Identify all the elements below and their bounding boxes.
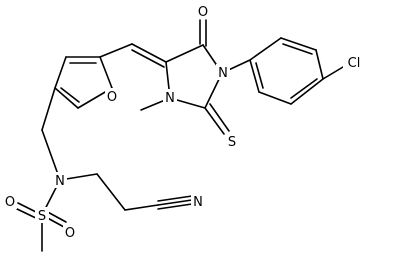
atom-n-aryl: N [218, 66, 228, 81]
atom-s-sulfonyl: S [38, 209, 46, 224]
bond-thione-1 [204, 107, 225, 135]
atom-o-sulfonyl-1: O [5, 195, 15, 210]
bond-furan-to-ch [99, 43, 133, 58]
bond-ar-4-5-inner [290, 78, 318, 99]
atom-n-sulfonamide: N [55, 174, 65, 189]
atom-o-sulfonyl-2: O [65, 226, 75, 241]
atom-s-thione: S [228, 135, 236, 150]
atom-cl: Cl [348, 56, 361, 71]
bond-c5-c4 [165, 44, 204, 63]
bond-furan-c3-c2-inner [60, 87, 80, 103]
atom-labels: O Cl N O N S N N S O O [3, 3, 365, 241]
bond-ar-6-1 [249, 59, 260, 93]
atom-o-carbonyl: O [198, 5, 208, 20]
atom-n-methyl: N [165, 91, 175, 106]
bond-ch2b-cn [124, 204, 159, 211]
bond-ar-2-3 [280, 37, 317, 51]
bond-furan-c3-c2 [54, 87, 79, 109]
bond-furan-c4-c3 [54, 56, 67, 89]
bond-nitrile-2 [157, 203, 193, 210]
bond-ar-4-5 [290, 78, 324, 105]
bond-c2-ch2 [41, 87, 56, 131]
bond-nitrile-3 [157, 195, 193, 202]
bond-ar-2-3-inner [282, 43, 313, 55]
bond-ar-6-1-inner [255, 62, 264, 89]
bond-ch2-n [41, 129, 61, 181]
bond-thione-2 [209, 103, 230, 132]
atom-n-nitrile: N [193, 195, 203, 210]
bonds [16, 19, 349, 252]
atom-o-furan: O [107, 90, 117, 105]
bond-nitrile-1 [157, 199, 193, 206]
bond-furan-o-c5 [99, 56, 113, 89]
bond-ch2a-ch2b [96, 173, 126, 211]
bond-ar-1-2 [249, 37, 282, 61]
bond-ar-5-6 [258, 91, 292, 105]
bond-ar-3-4 [315, 49, 324, 80]
bond-ch-to-c5-double-inner [131, 49, 165, 68]
bond-ch-to-c5-double [131, 43, 167, 63]
